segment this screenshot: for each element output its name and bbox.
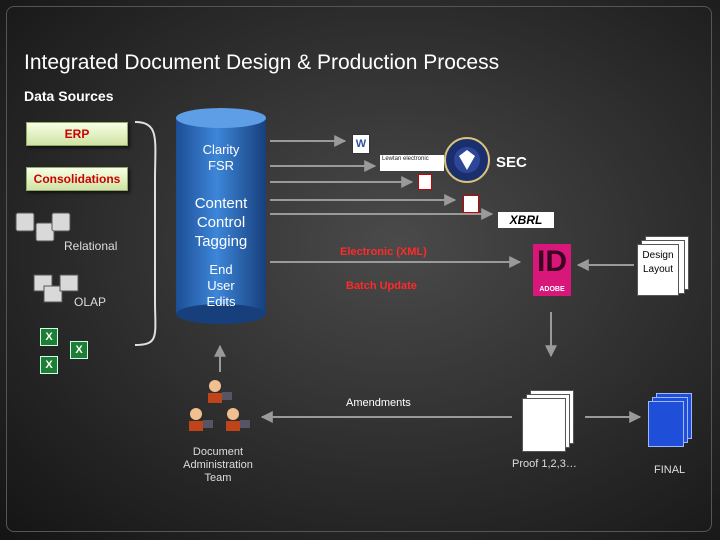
olap-cube-icon [33, 274, 79, 303]
excel-icon: X [40, 356, 58, 374]
sec-label: SEC [496, 154, 527, 171]
adobe-brand: ADOBE [539, 286, 565, 293]
cylinder-line: Clarity [202, 142, 240, 157]
relational-db-icon [15, 212, 71, 242]
cylinder-line: Edits [206, 294, 236, 309]
design-layout-doc: Design Layout [637, 244, 679, 296]
erp-box: ERP [26, 122, 128, 146]
cylinder-line: Content [194, 195, 248, 212]
indesign-logo: ID ADOBE [533, 244, 571, 296]
clarity-cylinder [176, 108, 266, 324]
olap-label: OLAP [74, 295, 107, 309]
cylinder-line: FSR [208, 158, 234, 173]
proof-label: Proof 1,2,3… [512, 458, 577, 470]
amendments-label: Amendments [346, 397, 411, 409]
slide-frame [6, 6, 712, 532]
pdf-icon [463, 195, 479, 213]
final-doc [648, 401, 684, 447]
team-line: Document [192, 446, 244, 458]
cylinder-label-clarity: Clarity FSR [171, 142, 271, 174]
cylinder-line: End [209, 262, 233, 277]
cylinder-label-end-user: End User Edits [171, 262, 271, 310]
edgar-logo-icon: Lewtan electronic [380, 155, 444, 171]
team-label: Document Administration Team [168, 446, 268, 485]
data-sources-heading: Data Sources [24, 88, 114, 104]
team-line: Team [204, 472, 232, 484]
sec-seal-icon [444, 137, 490, 183]
indesign-letters: ID [537, 245, 567, 278]
relational-label: Relational [64, 239, 118, 253]
excel-icon: X [70, 341, 88, 359]
final-label: FINAL [654, 464, 686, 476]
xbrl-logo: XBRL [498, 212, 554, 228]
team-people-icon [189, 380, 250, 431]
proof-doc [522, 398, 566, 452]
consolidations-box: Consolidations [26, 167, 128, 191]
cylinder-label-content: Content Control Tagging [171, 194, 271, 251]
excel-icon: X [40, 328, 58, 346]
electronic-xml-label: Electronic (XML) [340, 246, 427, 258]
design-layout-line: Layout [642, 264, 674, 275]
page-title: Integrated Document Design & Production … [24, 51, 500, 74]
cylinder-line: Control [196, 214, 246, 231]
word-doc-icon: W [352, 134, 370, 154]
cylinder-line: Tagging [194, 233, 248, 250]
batch-update-label: Batch Update [346, 280, 417, 292]
cylinder-line: User [207, 278, 235, 293]
design-layout-line: Design [642, 250, 674, 261]
source-bracket [134, 121, 157, 346]
team-line: Administration [183, 459, 253, 471]
pdf-icon [418, 174, 432, 190]
